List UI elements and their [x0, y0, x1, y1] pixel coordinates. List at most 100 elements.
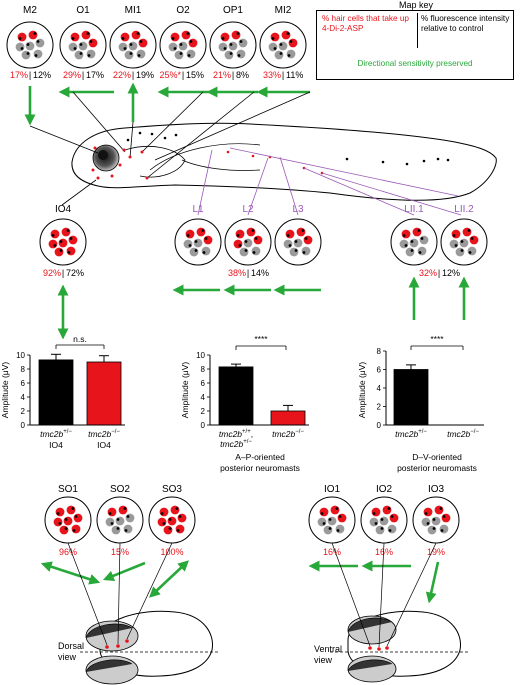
neuromast-o2-red: 25%* [159, 70, 181, 80]
kinocilium [402, 234, 406, 237]
hair-cell [125, 513, 135, 523]
kinocilium [335, 507, 339, 510]
chart-dv-sig: **** [430, 334, 444, 344]
hair-cell [246, 227, 256, 237]
kinocilium [289, 40, 293, 43]
arrow-so1 [40, 561, 101, 585]
hair-cell [335, 524, 345, 534]
hair-cell [371, 507, 381, 517]
kinocilium [34, 54, 38, 57]
hair-cell [186, 49, 196, 59]
chart-io4-bar1-sup: +/− [63, 429, 72, 435]
kinocilium [322, 522, 326, 525]
neuromast-mi2-black: 11% [286, 70, 303, 80]
neuromast-op1-label: OP1 [223, 5, 243, 16]
dorsal-view-label-2: view [58, 652, 77, 662]
neuromast-io2-red: 16% [375, 547, 393, 557]
kinocilium [328, 518, 332, 521]
ventral-view-label: Ventral [314, 644, 342, 654]
chart-ap-bar2-gene: tmc2b [272, 429, 295, 439]
kinocilium [390, 515, 394, 518]
hair-cell [379, 516, 389, 526]
hair-cell [278, 41, 288, 51]
neuromast-o1: O1 29% | 17% [59, 5, 107, 80]
hair-cells [118, 30, 148, 60]
kinocilium [404, 244, 408, 247]
svg-text:tmc2b+/−: tmc2b+/− [220, 439, 252, 449]
bar [393, 369, 429, 426]
neuromast-op1-black: 8% [236, 70, 249, 80]
kinocilium [79, 52, 83, 55]
kinocilium [18, 37, 22, 40]
neuromast-m2: M2 17% | 12% [6, 5, 54, 80]
hair-cell [48, 239, 58, 249]
hair-cell [25, 41, 35, 51]
hair-cell [401, 229, 411, 239]
kinocilium [302, 251, 306, 254]
kinocilium [123, 507, 127, 510]
hair-cell [124, 50, 134, 60]
hair-cells [15, 30, 45, 60]
kinocilium [418, 251, 422, 254]
hair-cells [283, 227, 313, 257]
map-key: Map key % hair cells that take up 4-Di-2… [316, 0, 516, 82]
chart-io4-bar2-gene: tmc2b [88, 429, 111, 439]
dorsal-view-label: Dorsal [58, 641, 84, 651]
hair-cell [389, 513, 399, 523]
y-tick-label: 10 [196, 351, 205, 360]
kinocilium [189, 40, 193, 43]
kinocilium [254, 237, 258, 240]
hair-cell [170, 505, 180, 515]
neuromast-so1-label: SO1 [58, 484, 78, 495]
map-key-red-text: % hair cells that take up 4-Di-2-ASP [322, 14, 409, 33]
hair-cell [382, 505, 392, 515]
hair-cell [375, 525, 385, 535]
hair-cell [228, 41, 238, 51]
kinocilium [244, 249, 248, 252]
hair-cell [78, 41, 88, 51]
svg-text:|: | [82, 70, 84, 80]
kinocilium [288, 244, 292, 247]
kinocilium [194, 240, 198, 243]
hair-cell [427, 525, 437, 535]
hair-cell [66, 246, 76, 256]
hair-cell [105, 517, 115, 527]
hair-cell [196, 227, 206, 237]
hair-cell [296, 227, 306, 237]
kinocilium [454, 244, 458, 247]
kinocilium [223, 47, 227, 50]
kinocilium [380, 518, 384, 521]
hair-cell [409, 238, 419, 248]
kinocilium [336, 529, 340, 532]
hair-cells [68, 30, 98, 60]
ventral-view-head [330, 542, 470, 683]
kinocilium [56, 512, 60, 515]
hair-cell [131, 30, 141, 40]
hair-cells [168, 30, 198, 60]
kinocilium [129, 52, 133, 55]
hair-cell [233, 239, 243, 249]
chart-io4-bar2-sub: IO4 [97, 440, 111, 450]
neuromast-m2-label: M2 [23, 5, 37, 16]
kinocilium [188, 244, 192, 247]
chart-io4-ylabel: Amplitude (μV) [0, 362, 10, 419]
hair-cell [423, 507, 433, 517]
neuromast-mi1-red: 22% [113, 70, 131, 80]
kinocilium [467, 229, 471, 232]
hair-cell [337, 513, 347, 523]
kinocilium [51, 234, 55, 237]
neuromast-lii2-label: LII.2 [454, 204, 474, 215]
neuromast-op1-red: 21% [213, 70, 231, 80]
hair-cell [441, 513, 451, 523]
neuromast-lii1-label: LII.1 [404, 204, 424, 215]
kinocilium [470, 237, 474, 240]
kinocilium [126, 515, 130, 518]
kinocilium [279, 43, 283, 46]
y-tick-label: 2 [21, 407, 26, 416]
chart-ap-caption1: A–P-oriented [235, 452, 285, 462]
chart-io4-bar1-sub: IO4 [49, 440, 63, 450]
kinocilium [221, 37, 225, 40]
hair-cell [28, 30, 38, 40]
neuromast-so3-red: 100% [160, 547, 183, 557]
hair-cell [157, 517, 167, 527]
